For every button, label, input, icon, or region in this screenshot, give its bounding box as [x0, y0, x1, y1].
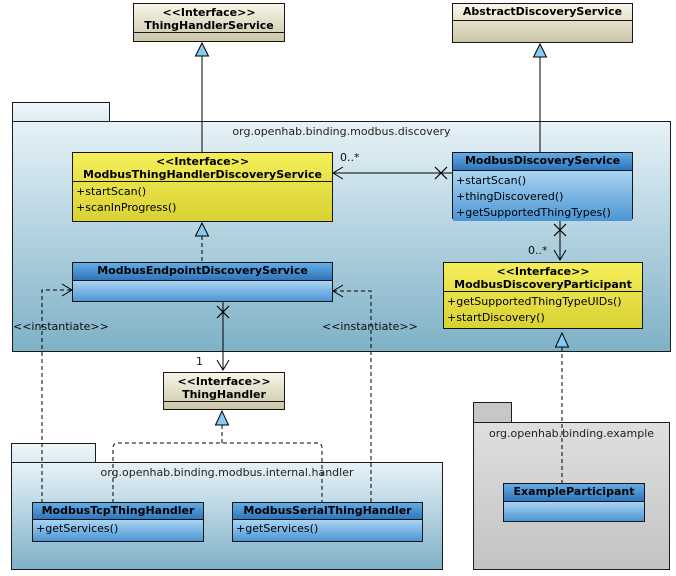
method: +getServices()	[36, 522, 119, 535]
class-modbus-tcp-thing-handler: ModbusTcpThingHandler +getServices()	[32, 502, 204, 542]
class-stereotype: <<Interface>>	[162, 6, 256, 19]
method: +getServices()	[236, 522, 319, 535]
hollow-triangle-icon	[532, 42, 548, 58]
class-name: ThingHandler	[182, 388, 266, 401]
open-arrowhead-icon	[216, 359, 230, 371]
class-name: ModbusTcpThingHandler	[33, 503, 203, 520]
method: +scanInProgress()	[76, 201, 177, 214]
methods-compartment: +getServices()	[233, 520, 422, 541]
class-abstract-discovery-service: AbstractDiscoveryService	[452, 3, 633, 43]
class-name: ModbusSerialThingHandler	[233, 503, 422, 520]
class-modbus-endpoint-discovery-service: ModbusEndpointDiscoveryService	[72, 262, 333, 302]
method: +getSupportedThingTypeUIDs()	[447, 295, 622, 308]
class-thing-handler-service: <<Interface>> ThingHandlerService	[133, 3, 285, 42]
class-modbus-discovery-service: ModbusDiscoveryService +startScan() +thi…	[452, 152, 633, 221]
multiplicity-label: 1	[196, 355, 203, 368]
method: +startScan()	[76, 185, 147, 198]
class-modbus-discovery-participant: <<Interface>> ModbusDiscoveryParticipant…	[443, 262, 643, 329]
class-name: ThingHandlerService	[144, 19, 274, 32]
class-name: ModbusEndpointDiscoveryService	[73, 263, 332, 281]
methods-compartment: +getSupportedThingTypeUIDs() +startDisco…	[444, 291, 642, 328]
instantiate-label: <<instantiate>>	[322, 320, 418, 333]
class-name: ModbusDiscoveryService	[453, 153, 632, 171]
method: +getSupportedThingTypes()	[456, 206, 611, 219]
class-modbus-thing-handler-discovery-service: <<Interface>> ModbusThingHandlerDiscover…	[72, 152, 333, 222]
empty-compartment	[504, 502, 644, 521]
multiplicity-label: 0..*	[528, 244, 548, 257]
package-tab-discovery	[12, 102, 110, 122]
class-name: AbstractDiscoveryService	[462, 5, 623, 18]
package-tab-handler	[11, 443, 96, 463]
methods-compartment: +startScan() +scanInProgress()	[73, 181, 332, 221]
method: +thingDiscovered()	[456, 190, 564, 203]
class-name: ModbusThingHandlerDiscoveryService	[83, 168, 322, 181]
method: +startDiscovery()	[447, 311, 545, 324]
hollow-triangle-icon	[194, 41, 210, 57]
empty-compartment	[73, 281, 332, 301]
class-stereotype: <<Interface>>	[177, 375, 271, 388]
hollow-triangle-icon	[214, 409, 230, 426]
empty-compartment	[453, 20, 632, 42]
class-thing-handler: <<Interface>> ThingHandler	[163, 372, 285, 410]
empty-compartment	[164, 401, 284, 409]
method: +startScan()	[456, 174, 527, 187]
class-example-participant: ExampleParticipant	[503, 483, 645, 522]
package-tab-example	[473, 402, 512, 423]
package-label-example: org.openhab.binding.example	[488, 427, 655, 440]
package-label-handler: org.openhab.binding.modbus.internal.hand…	[100, 466, 354, 479]
package-label-discovery: org.openhab.binding.modbus.discovery	[232, 125, 451, 138]
empty-compartment	[134, 32, 284, 41]
class-stereotype: <<Interface>>	[155, 155, 250, 168]
class-name: ModbusDiscoveryParticipant	[454, 278, 632, 291]
class-stereotype: <<Interface>>	[496, 265, 590, 278]
methods-compartment: +getServices()	[33, 520, 203, 541]
class-modbus-serial-thing-handler: ModbusSerialThingHandler +getServices()	[232, 502, 423, 542]
multiplicity-label: 0..*	[340, 151, 360, 164]
class-name: ExampleParticipant	[504, 484, 644, 502]
instantiate-label: <<instantiate>>	[13, 320, 109, 333]
methods-compartment: +startScan() +thingDiscovered() +getSupp…	[453, 171, 632, 221]
